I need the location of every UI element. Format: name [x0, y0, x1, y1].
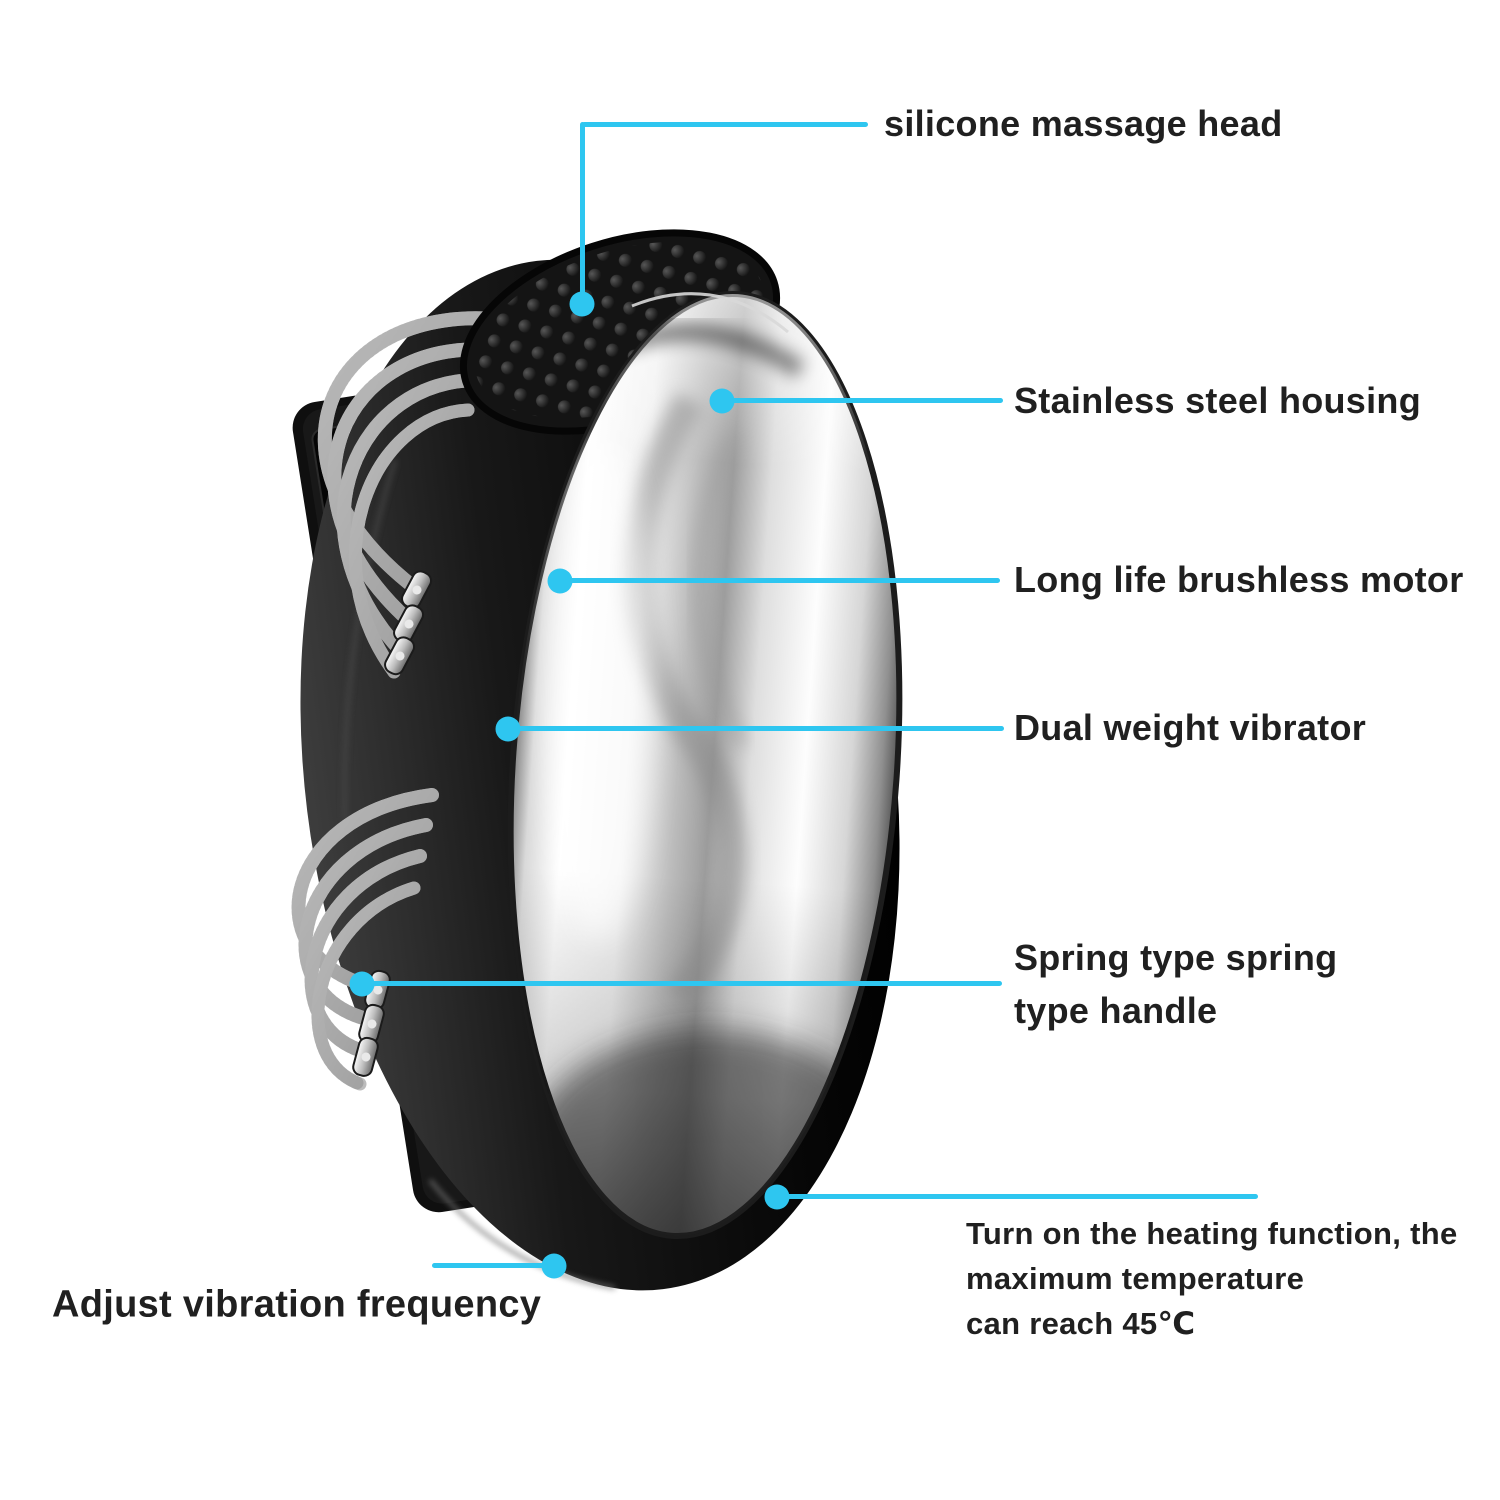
callout-line-adjust: [432, 1263, 554, 1268]
callout-dot-silicone-head: [569, 291, 595, 317]
spring-clamps-top: [384, 570, 433, 676]
label-spring-handle-line1: Spring type spring: [1014, 937, 1338, 978]
label-spring-handle-line2: type handle: [1014, 990, 1218, 1031]
label-heating-line2: maximum temperature: [966, 1261, 1305, 1296]
label-adjust-vibration: Adjust vibration frequency: [52, 1283, 542, 1326]
label-heating-function: Turn on the heating function, the maximu…: [966, 1211, 1458, 1346]
callout-dot-motor: [547, 568, 573, 594]
callout-line-silicone-head-horizontal: [582, 122, 868, 127]
callout-dot-spring-handle: [349, 971, 375, 997]
label-stainless-steel-housing: Stainless steel housing: [1014, 380, 1422, 421]
label-dual-weight-vibrator: Dual weight vibrator: [1014, 707, 1367, 748]
callout-line-silicone-head-vertical: [580, 122, 585, 305]
callout-dot-vibrator: [495, 716, 521, 742]
callout-dot-adjust: [541, 1253, 567, 1279]
spring-handle-top: [317, 311, 512, 679]
callout-line-heating: [777, 1194, 1258, 1199]
spring-clamps-bottom: [352, 969, 391, 1077]
callout-dot-heating: [764, 1184, 790, 1210]
callout-dot-housing: [709, 388, 735, 414]
callout-line-vibrator: [508, 726, 1004, 731]
callout-line-spring-handle: [362, 981, 1002, 986]
label-silicone-massage-head: silicone massage head: [884, 103, 1283, 144]
spring-handle-bottom: [291, 788, 439, 1091]
label-heating-line1: Turn on the heating function, the: [966, 1216, 1458, 1251]
label-spring-handle: Spring type spring type handle: [1014, 931, 1337, 1037]
stainless-steel-housing: [507, 290, 903, 1250]
callout-line-motor: [560, 578, 1000, 583]
callout-line-housing: [722, 398, 1003, 403]
label-brushless-motor: Long life brushless motor: [1014, 559, 1464, 600]
label-heating-line3: can reach 45℃: [966, 1306, 1196, 1341]
